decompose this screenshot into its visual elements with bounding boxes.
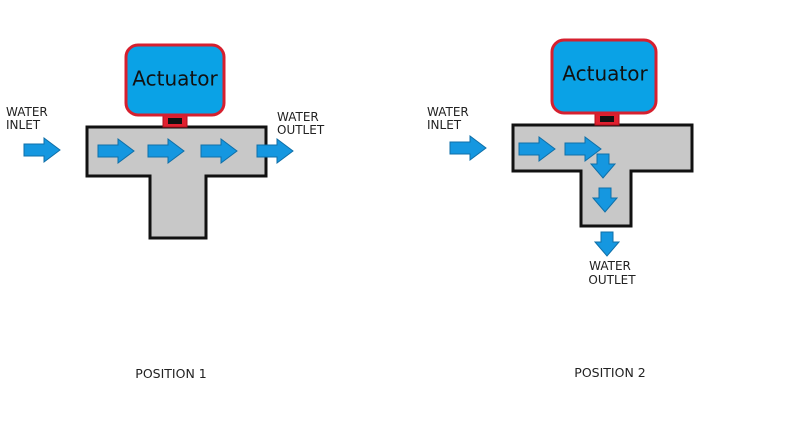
position-1-diagram: Actuator WATER INLET WATER OUTLET POSITI… <box>6 43 325 381</box>
outlet-label-line1-position-1: WATER <box>277 110 319 124</box>
inlet-label-line2-position-2: INLET <box>427 118 462 132</box>
outlet-label-line2-position-2: OUTLET <box>588 273 636 287</box>
outlet-label-line2-position-1: OUTLET <box>277 123 325 137</box>
caption-position-2: POSITION 2 <box>574 365 645 380</box>
inlet-label-line1-position-2: WATER <box>427 105 469 119</box>
position-2-diagram: Actuator WATER INLET WATER OUTLET POSITI… <box>427 38 694 380</box>
actuator-position-1 <box>124 43 226 117</box>
actuator-position-2 <box>550 38 658 115</box>
caption-position-1: POSITION 1 <box>135 366 206 381</box>
inlet-label-line2-position-1: INLET <box>6 118 41 132</box>
inlet-label-line1-position-1: WATER <box>6 105 48 119</box>
valve-body-position-1 <box>85 125 268 240</box>
flow-arrow-inlet-position-1 <box>23 137 61 163</box>
actuator-label-position-2: Actuator <box>562 62 648 86</box>
flow-arrow-inlet-position-2 <box>449 135 487 161</box>
actuator-label-position-1: Actuator <box>132 67 218 91</box>
flow-arrow-outlet-position-2 <box>594 231 620 257</box>
outlet-label-line1-position-2: WATER <box>589 259 631 273</box>
